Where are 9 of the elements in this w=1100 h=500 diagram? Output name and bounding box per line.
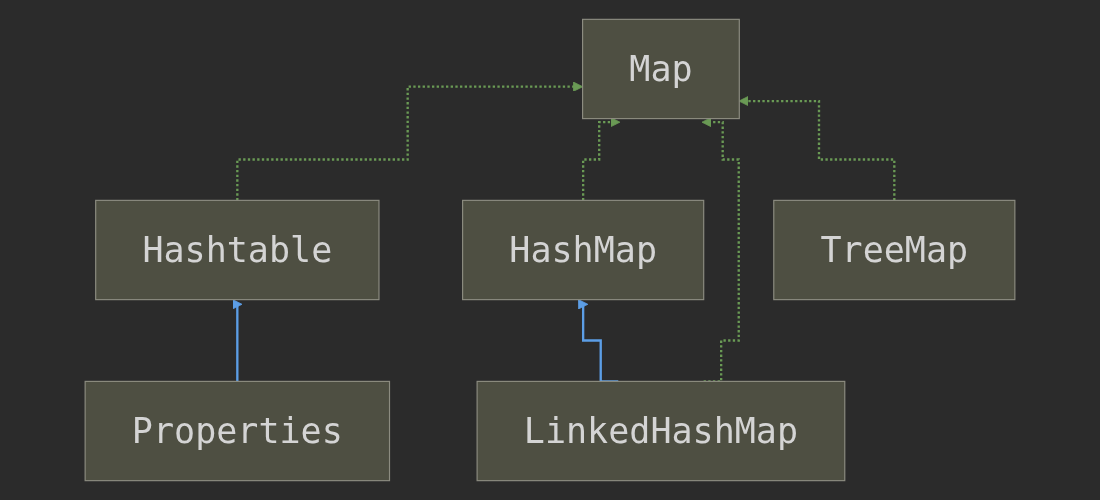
node-box: Properties	[84, 380, 391, 482]
node-box: TreeMap	[773, 199, 1016, 301]
arrow	[582, 117, 621, 202]
node-box: HashMap	[462, 199, 705, 301]
arrow	[701, 117, 740, 383]
node-box: Hashtable	[95, 199, 380, 301]
arrow	[232, 299, 243, 383]
node-box: LinkedHashMap	[476, 380, 846, 482]
node-box: Map	[582, 18, 740, 120]
